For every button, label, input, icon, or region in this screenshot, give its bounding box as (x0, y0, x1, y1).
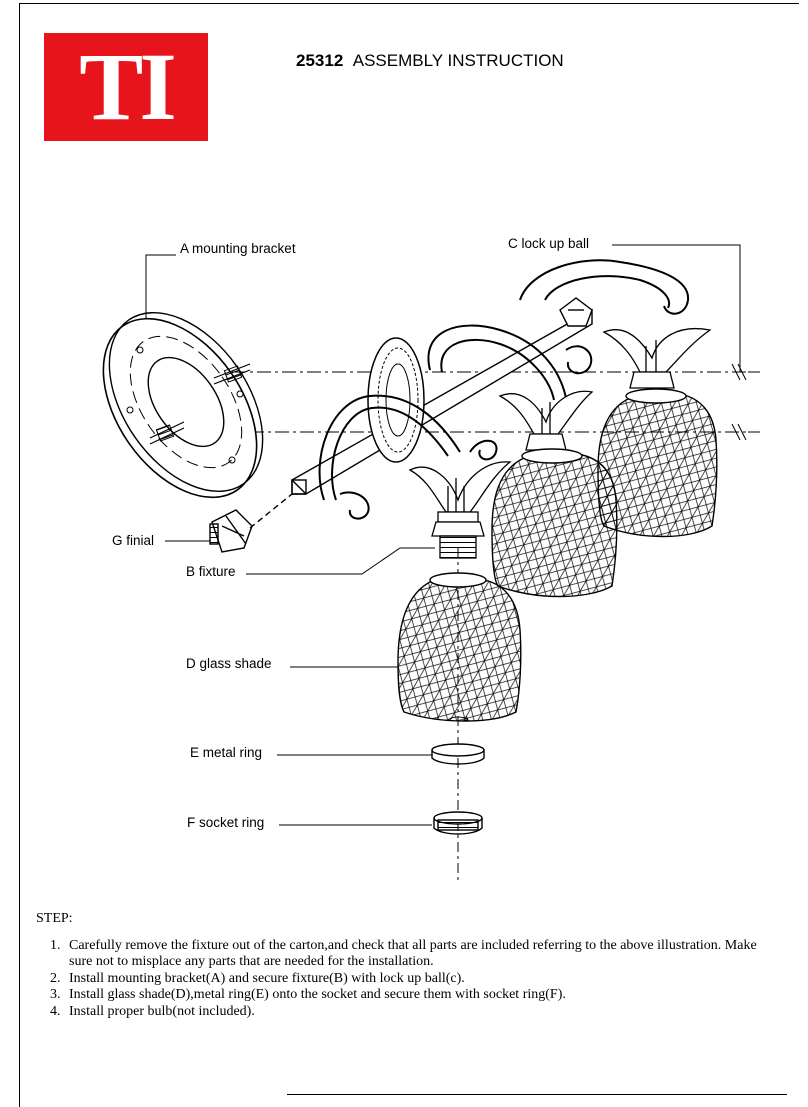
assembly-steps: STEP: 1. Carefully remove the fixture out… (36, 911, 776, 1020)
step-item: 3. Install glass shade(D),metal ring(E) o… (36, 987, 776, 1004)
logo-text: TI (79, 33, 176, 140)
glass-shade-back (597, 388, 718, 538)
label-glass-shade: D glass shade (186, 656, 272, 671)
footer-rule (287, 1094, 787, 1095)
title-text: ASSEMBLY INSTRUCTION (352, 51, 564, 70)
step-number: 2. (50, 970, 61, 986)
glass-shade-middle (491, 448, 618, 598)
scroll-arms (318, 259, 690, 520)
back-plate (367, 337, 425, 463)
label-socket-ring: F socket ring (187, 815, 265, 830)
metal-ring (431, 743, 485, 765)
glass-shade-front (397, 572, 522, 722)
step-text: Install mounting bracket(A) and secure f… (69, 970, 465, 986)
label-finial: G finial (112, 533, 155, 548)
leaf-cup-back (602, 328, 712, 389)
brand-logo: TI (44, 33, 208, 141)
page-border (19, 3, 799, 1107)
step-text: Install glass shade(D),metal ring(E) ont… (69, 987, 566, 1002)
label-lock-up-ball: C lock up ball (508, 236, 590, 251)
step-text: Install proper bulb(not included). (69, 1003, 255, 1019)
steps-heading: STEP: (36, 911, 73, 926)
step-item: 1. Carefully remove the fixture out of th… (36, 938, 776, 971)
leaf-cup-front (408, 461, 512, 559)
label-mounting-bracket: A mounting bracket (180, 241, 296, 256)
leader-b (246, 547, 435, 575)
step-number: 4. (50, 1003, 61, 1019)
step-item: 4. Install proper bulb(not included). (36, 1004, 776, 1021)
leader-a (145, 254, 176, 340)
page-title: 25312 ASSEMBLY INSTRUCTION (296, 51, 564, 71)
leaf-cup-middle (498, 390, 594, 451)
step-text: Carefully remove the fixture out of the … (69, 937, 757, 970)
label-metal-ring: E metal ring (190, 745, 263, 760)
mounting-bracket (102, 311, 264, 499)
model-number: 25312 (296, 51, 344, 70)
finial (209, 493, 293, 553)
label-fixture: B fixture (186, 564, 236, 579)
exploded-assembly-diagram (102, 244, 760, 880)
lock-up-ball (559, 297, 593, 327)
step-number: 3. (50, 987, 61, 1002)
crossbar (290, 308, 593, 495)
step-item: 2. Install mounting bracket(A) and secure… (36, 971, 776, 988)
step-number: 1. (50, 937, 61, 953)
socket-ring (433, 811, 483, 835)
leader-c (612, 244, 741, 372)
